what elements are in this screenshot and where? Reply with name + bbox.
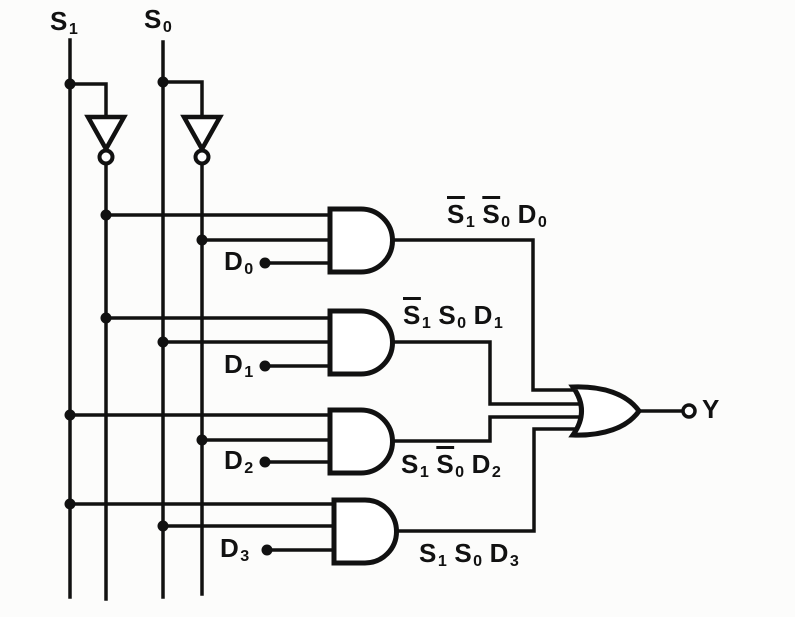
term-token: D2 — [471, 449, 502, 482]
term-token: D2 — [224, 445, 254, 478]
letter: S — [454, 538, 473, 568]
label-data-d2: D2 — [224, 445, 254, 478]
term-token: S0 — [454, 538, 483, 571]
letter: D — [224, 349, 244, 379]
and-gate-3 — [327, 407, 395, 476]
label-output-y: Y — [702, 394, 720, 424]
subscript: 0 — [457, 314, 467, 333]
subscript: 0 — [244, 260, 254, 279]
junction-dot — [100, 312, 112, 324]
junction-dot — [196, 234, 208, 246]
letter: D — [489, 538, 509, 568]
subscript: 0 — [162, 18, 173, 37]
term-token: S0 — [144, 4, 173, 37]
term-token: S0 — [438, 300, 467, 333]
not-gate-s1-triangle — [84, 114, 128, 154]
junction-dots — [64, 76, 273, 556]
overbar-letter: S — [403, 300, 421, 330]
subscript: 2 — [244, 459, 254, 478]
not-gate-s1 — [84, 114, 128, 166]
junction-dot — [259, 360, 271, 372]
term-token: D1 — [224, 349, 254, 382]
subscript: 1 — [437, 552, 448, 571]
subscript: 0 — [455, 463, 465, 482]
subscript: 2 — [491, 463, 502, 482]
not-gate-s0 — [180, 114, 224, 166]
wire-s1-to-inverter — [68, 82, 108, 120]
letter: D — [224, 246, 244, 276]
letter: S — [50, 6, 68, 36]
letter: D — [473, 300, 493, 330]
junction-dot — [64, 78, 76, 90]
and-gate-1 — [327, 206, 395, 275]
junction-dot — [157, 520, 169, 532]
subscript: 3 — [509, 552, 520, 571]
junction-dot — [64, 409, 76, 421]
overbar-letter: S — [447, 199, 465, 229]
letter: D — [224, 445, 244, 475]
subscript: 1 — [419, 463, 430, 482]
subscript: 1 — [465, 213, 476, 232]
subscript: 0 — [473, 552, 483, 571]
or-gate — [568, 384, 643, 438]
label-data-d0: D0 — [224, 246, 254, 279]
overbar-letter: S — [436, 449, 455, 479]
term-token: D1 — [473, 300, 504, 333]
term-token: S0 — [482, 199, 511, 232]
term-token: S1 — [447, 199, 476, 232]
label-select-s0: S0 — [144, 4, 173, 37]
letter: S — [419, 538, 437, 568]
junction-dot — [64, 498, 76, 510]
subscript: 1 — [244, 363, 254, 382]
output-terminal-circle — [681, 403, 697, 419]
term-token: S1 — [403, 300, 432, 333]
wire-and1-to-or — [389, 238, 591, 392]
subscript: 0 — [501, 213, 511, 232]
junction-dot — [259, 257, 271, 269]
overbar-letter: S — [482, 199, 501, 229]
junction-dot — [157, 76, 169, 88]
term-token: D0 — [517, 199, 548, 232]
junction-dot — [196, 434, 208, 446]
term-token: D0 — [224, 246, 254, 279]
wire-and4-to-or — [389, 427, 591, 533]
letter: D — [220, 533, 240, 563]
term-token: D3 — [489, 538, 520, 571]
letter: S — [144, 4, 162, 34]
subscript: 1 — [421, 314, 432, 333]
subscript: 1 — [68, 20, 79, 39]
and-gate-4 — [331, 497, 399, 566]
term-token: D3 — [220, 533, 250, 566]
label-data-d1: D1 — [224, 349, 254, 382]
not-gate-s0-triangle — [180, 114, 224, 154]
term-token: S1 — [401, 449, 430, 482]
and-gate-2 — [327, 308, 395, 377]
term-token: S0 — [436, 449, 465, 482]
not-gate-s1-bubble — [97, 148, 115, 166]
junction-dot — [259, 456, 271, 468]
term-token: S1 — [419, 538, 448, 571]
letter: S — [438, 300, 457, 330]
subscript: 3 — [240, 547, 250, 566]
term-token: S1 — [50, 6, 79, 39]
not-gate-s0-bubble — [193, 148, 211, 166]
junction-dot — [261, 544, 273, 556]
wire-and2-to-or — [389, 340, 591, 406]
wire-s0-to-inverter — [161, 80, 204, 120]
junction-dot — [100, 209, 112, 221]
letter: S — [401, 449, 419, 479]
junction-dot — [157, 336, 169, 348]
letter: D — [471, 449, 491, 479]
subscript: 0 — [537, 213, 548, 232]
label-data-d3: D3 — [220, 533, 250, 566]
label-select-s1: S1 — [50, 6, 79, 39]
subscript: 1 — [493, 314, 504, 333]
letter: D — [517, 199, 537, 229]
wire-and3-to-or — [389, 415, 591, 443]
